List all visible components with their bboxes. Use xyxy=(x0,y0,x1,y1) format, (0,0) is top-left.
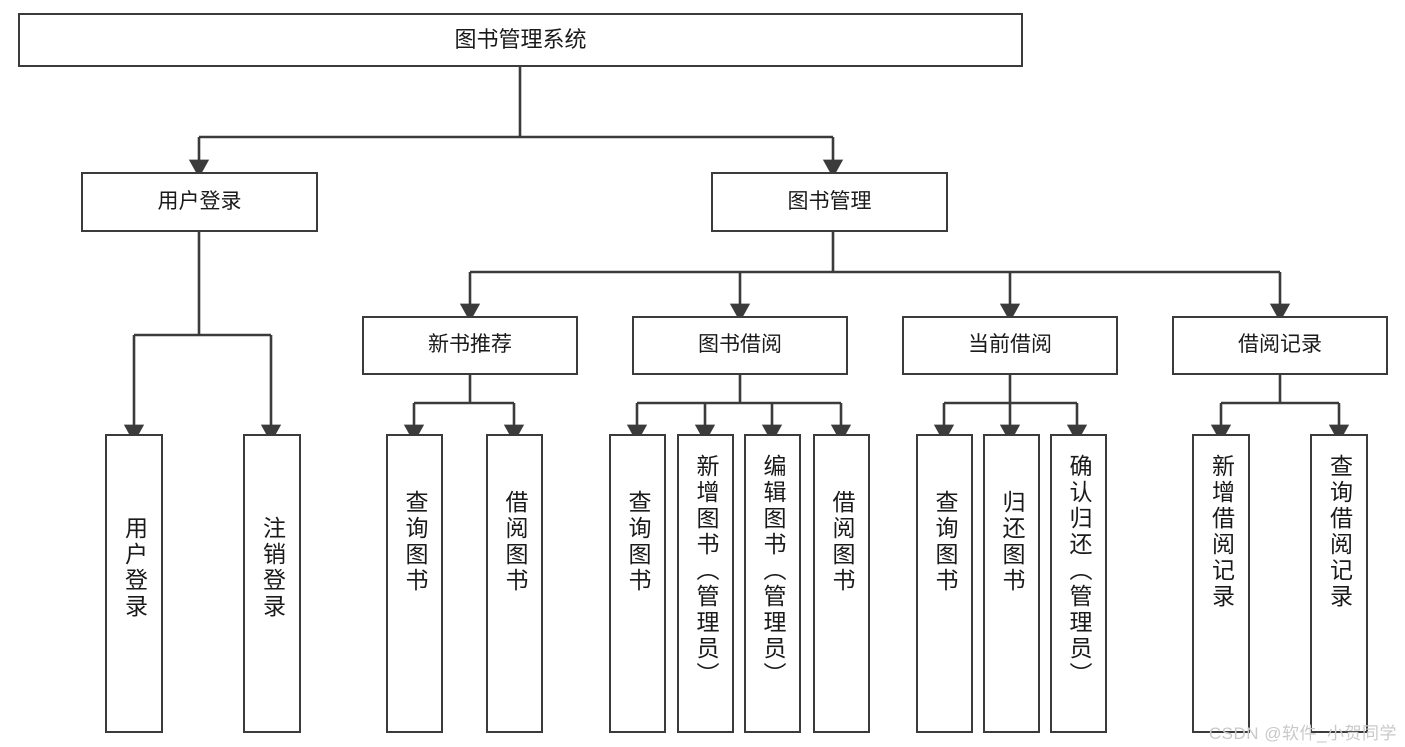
leaf-query-book-2[interactable]: 查询图书 xyxy=(609,434,666,733)
node-current-borrow[interactable]: 当前借阅 xyxy=(902,316,1118,375)
leaf-query-borrow-record[interactable]: 查询借阅记录 xyxy=(1310,434,1368,733)
leaf-borrow-book-1[interactable]: 借阅图书 xyxy=(486,434,543,733)
leaf-user-login[interactable]: 用户登录 xyxy=(105,434,163,733)
node-user-login-label: 用户登录 xyxy=(157,189,242,213)
node-user-login[interactable]: 用户登录 xyxy=(81,172,318,232)
leaf-logout-login[interactable]: 注销登录 xyxy=(243,434,301,733)
leaf-user-login-label: 用户登录 xyxy=(121,516,148,620)
leaf-edit-book-admin[interactable]: 编辑图书（管理员） xyxy=(744,434,801,733)
node-borrow-record[interactable]: 借阅记录 xyxy=(1172,316,1388,375)
node-new-book-recommend[interactable]: 新书推荐 xyxy=(362,316,578,375)
leaf-add-book-admin[interactable]: 新增图书（管理员） xyxy=(677,434,734,733)
node-current-borrow-label: 当前借阅 xyxy=(968,333,1052,357)
leaf-confirm-return-admin-label: 确认归还（管理员） xyxy=(1066,454,1092,688)
leaf-add-borrow-record[interactable]: 新增借阅记录 xyxy=(1192,434,1250,733)
leaf-borrow-book-2[interactable]: 借阅图书 xyxy=(813,434,870,733)
node-root[interactable]: 图书管理系统 xyxy=(18,13,1023,67)
leaf-query-book-3-label: 查询图书 xyxy=(932,490,958,594)
node-book-management[interactable]: 图书管理 xyxy=(711,172,948,232)
leaf-query-book-2-label: 查询图书 xyxy=(625,490,651,594)
leaf-confirm-return-admin[interactable]: 确认归还（管理员） xyxy=(1050,434,1107,733)
leaf-borrow-book-1-label: 借阅图书 xyxy=(502,490,528,594)
node-book-management-label: 图书管理 xyxy=(787,189,872,213)
leaf-logout-login-label: 注销登录 xyxy=(259,516,286,620)
node-new-book-recommend-label: 新书推荐 xyxy=(428,333,512,357)
leaf-edit-book-admin-label: 编辑图书（管理员） xyxy=(760,454,786,688)
leaf-query-book-1-label: 查询图书 xyxy=(402,490,428,594)
node-book-borrow-label: 图书借阅 xyxy=(698,333,782,357)
leaf-query-book-3[interactable]: 查询图书 xyxy=(916,434,973,733)
leaf-borrow-book-2-label: 借阅图书 xyxy=(829,490,855,594)
leaf-query-book-1[interactable]: 查询图书 xyxy=(386,434,443,733)
leaf-query-borrow-record-label: 查询借阅记录 xyxy=(1326,454,1353,610)
leaf-add-borrow-record-label: 新增借阅记录 xyxy=(1208,454,1235,610)
leaf-return-book-label: 归还图书 xyxy=(999,490,1025,594)
leaf-return-book[interactable]: 归还图书 xyxy=(983,434,1040,733)
node-root-label: 图书管理系统 xyxy=(454,27,587,53)
leaf-add-book-admin-label: 新增图书（管理员） xyxy=(693,454,719,688)
node-book-borrow[interactable]: 图书借阅 xyxy=(632,316,848,375)
watermark-text: CSDN @软件_小贺同学 xyxy=(1208,724,1397,743)
node-borrow-record-label: 借阅记录 xyxy=(1238,333,1322,357)
